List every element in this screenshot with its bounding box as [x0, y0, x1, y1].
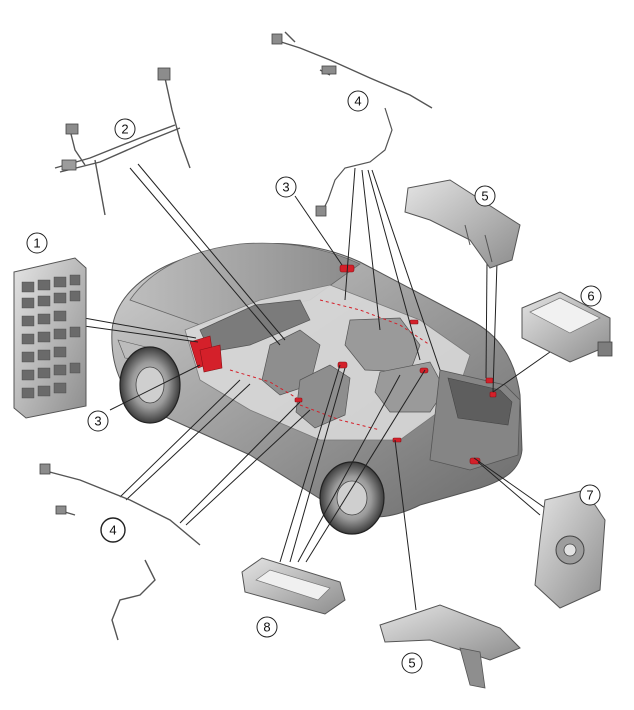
callout-8: 8	[256, 616, 278, 638]
callout-5-upper: 5	[474, 185, 496, 207]
svg-text:4: 4	[109, 523, 116, 538]
roof-harness-component	[271, 31, 433, 109]
svg-text:4: 4	[354, 94, 361, 109]
rear-wheel-hub	[336, 480, 368, 516]
luggage-lamp-component	[521, 291, 613, 363]
svg-text:8: 8	[263, 620, 270, 635]
rear-bracket-component	[404, 179, 521, 269]
lower-bracket-component	[379, 604, 521, 689]
svg-text:3: 3	[94, 414, 101, 429]
red-marker	[489, 391, 497, 398]
callout-4-upper: 4	[347, 90, 369, 112]
svg-text:7: 7	[586, 488, 593, 503]
svg-text:2: 2	[121, 122, 128, 137]
callout-5-lower: 5	[401, 652, 423, 674]
red-marker	[294, 397, 303, 403]
front-harness-component	[54, 67, 191, 216]
red-marker	[469, 457, 481, 465]
tailgate-latch-component	[534, 489, 606, 609]
fuse-box-component	[13, 257, 87, 419]
red-marker	[337, 361, 348, 369]
vehicle-roof	[129, 242, 361, 326]
interior-lamp-component	[241, 557, 346, 615]
callout-2: 2	[114, 118, 136, 140]
highlighted-components	[189, 264, 497, 465]
red-marker	[199, 344, 223, 373]
red-marker	[419, 367, 429, 374]
front-seat	[295, 364, 351, 429]
svg-text:1: 1	[33, 236, 40, 251]
svg-text:5: 5	[408, 656, 415, 671]
red-marker	[392, 437, 402, 443]
curtain-cable-component	[315, 107, 393, 217]
leader-lines	[83, 163, 551, 611]
callout-6: 6	[580, 285, 602, 307]
callout-3-upper: 3	[275, 176, 297, 198]
svg-text:3: 3	[282, 180, 289, 195]
callout-1: 1	[26, 232, 48, 254]
vehicle-cutaway	[111, 242, 523, 535]
svg-text:5: 5	[481, 189, 488, 204]
red-marker	[485, 377, 494, 384]
callout-7: 7	[579, 484, 601, 506]
callout-markers: 1 2 3 3 4 4 5 5	[26, 90, 602, 674]
internal-harness	[229, 299, 431, 431]
red-marker	[409, 319, 419, 325]
callout-4-lower: 4	[100, 517, 126, 543]
svg-text:6: 6	[587, 289, 594, 304]
rear-seat	[374, 361, 446, 413]
floor-harness-component	[39, 463, 201, 641]
callout-3-lower: 3	[87, 410, 109, 432]
